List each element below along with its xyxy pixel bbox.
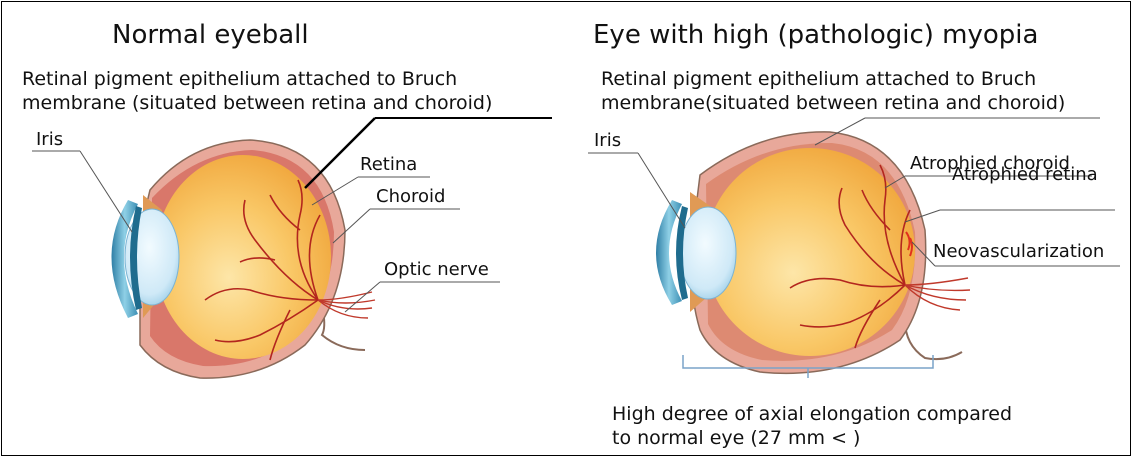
- right-description-line1: Retinal pigment epithelium attached to B…: [601, 67, 1036, 91]
- left-description-line2: membrane (situated between retina and ch…: [22, 91, 492, 115]
- right-caption-line2: to normal eye (27 mm < ): [612, 426, 860, 450]
- left-label-choroid: Choroid: [376, 186, 445, 207]
- right-label-atrophied-retina: Atrophied retina: [952, 164, 1098, 185]
- right-label-iris: Iris: [594, 130, 621, 151]
- left-label-optic-nerve: Optic nerve: [384, 259, 489, 280]
- left-title: Normal eyeball: [112, 20, 309, 50]
- right-caption-line1: High degree of axial elongation compared: [612, 402, 1012, 426]
- lens: [680, 207, 736, 299]
- left-description-line1: Retinal pigment epithelium attached to B…: [22, 67, 457, 91]
- left-label-iris: Iris: [36, 129, 63, 150]
- right-description-line2: membrane(situated between retina and cho…: [601, 91, 1065, 115]
- right-title: Eye with high (pathologic) myopia: [593, 20, 1038, 50]
- vitreous-body: [705, 148, 915, 356]
- left-label-retina: Retina: [360, 154, 417, 175]
- right-label-neovascularization: Neovascularization: [933, 241, 1104, 262]
- vitreous-body: [155, 155, 331, 359]
- optic-nerve-sheath: [905, 320, 962, 359]
- normal-eye: [112, 140, 376, 378]
